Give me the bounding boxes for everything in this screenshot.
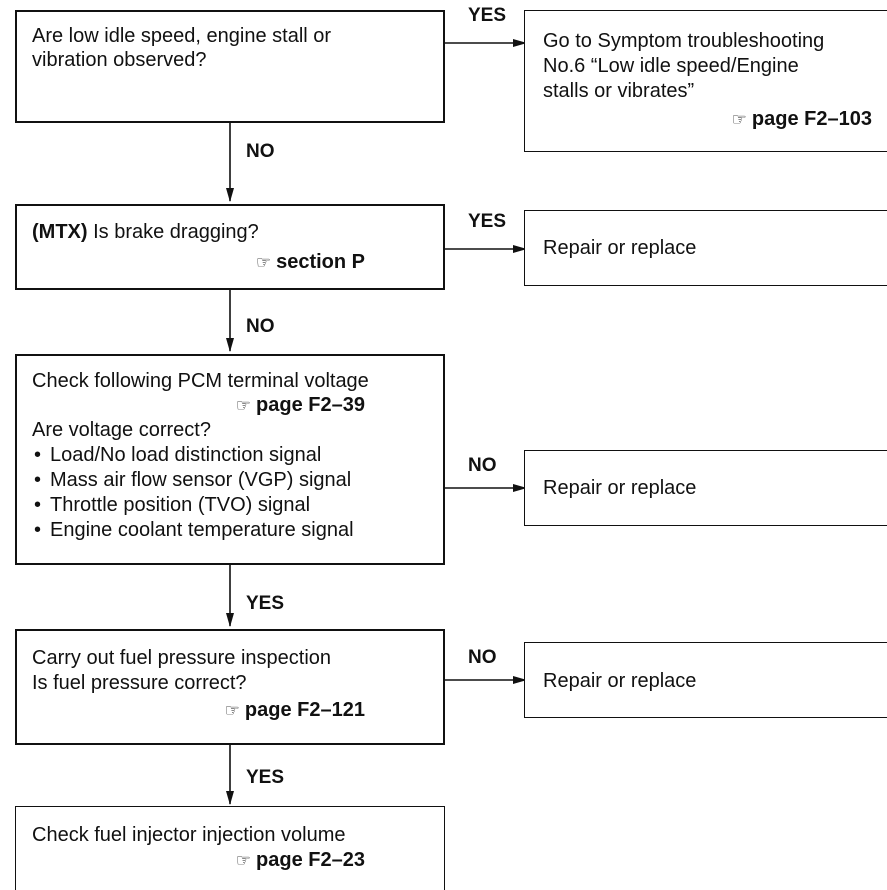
step3-bullet-1: •Load/No load distinction signal bbox=[34, 444, 322, 466]
outcome1-page-ref[interactable]: ☞page F2–103 bbox=[732, 107, 872, 132]
step2-ref-text: section P bbox=[276, 251, 365, 273]
label-step4-yes: YES bbox=[246, 767, 285, 788]
label-step3-no: NO bbox=[468, 455, 497, 476]
book-reference-icon: ☞ bbox=[224, 701, 240, 720]
step3-bullet-2: •Mass air flow sensor (VGP) signal bbox=[34, 469, 352, 491]
outcome3-text: Repair or replace bbox=[543, 477, 697, 499]
book-reference-icon: ☞ bbox=[235, 851, 251, 870]
outcome1-box bbox=[524, 10, 887, 152]
step3-question: Are voltage correct? bbox=[32, 419, 211, 441]
step5-box bbox=[15, 806, 445, 890]
step3-bullet-4: •Engine coolant temperature signal bbox=[34, 519, 354, 541]
outcome1-text-line2: No.6 “Low idle speed/Engine bbox=[543, 55, 799, 77]
outcome4-box bbox=[524, 642, 887, 718]
step4-text-line1: Carry out fuel pressure inspection bbox=[32, 647, 332, 669]
step3-ref-text: page F2–39 bbox=[256, 394, 365, 416]
outcome2-box bbox=[524, 210, 887, 286]
step2-section-ref[interactable]: ☞ section P bbox=[256, 250, 365, 275]
step3-box bbox=[15, 354, 445, 565]
outcome4-text: Repair or replace bbox=[543, 670, 697, 692]
step3-bullet-3: •Throttle position (TVO) signal bbox=[34, 494, 311, 516]
label-step2-yes: YES bbox=[468, 211, 507, 232]
step4-text-line2: Is fuel pressure correct? bbox=[32, 672, 247, 694]
step5-ref-text: page F2–23 bbox=[256, 849, 365, 871]
outcome1-text-line1: Go to Symptom troubleshooting bbox=[543, 30, 825, 52]
step1-text-line2: vibration observed? bbox=[32, 49, 207, 71]
step4-page-ref[interactable]: ☞page F2–121 bbox=[225, 698, 365, 723]
book-reference-icon: ☞ bbox=[255, 253, 271, 272]
label-step2-no: NO bbox=[246, 316, 275, 337]
step2-question: Is brake dragging? bbox=[87, 221, 259, 243]
label-step1-no: NO bbox=[246, 141, 275, 162]
step4-box bbox=[15, 629, 445, 745]
step2-box bbox=[15, 204, 445, 290]
step1-box bbox=[15, 10, 445, 123]
step2-prefix: (MTX) bbox=[32, 221, 88, 243]
outcome3-box bbox=[524, 450, 887, 526]
step4-ref-text: page F2–121 bbox=[244, 699, 365, 721]
outcome1-ref-text: page F2–103 bbox=[751, 108, 872, 130]
step5-text-line1: Check fuel injector injection volume bbox=[32, 824, 346, 846]
step3-page-ref[interactable]: ☞ page F2–39 bbox=[236, 393, 365, 418]
label-step1-yes: YES bbox=[468, 5, 507, 26]
outcome2-text: Repair or replace bbox=[543, 237, 697, 259]
step1-text-line1: Are low idle speed, engine stall or bbox=[32, 25, 332, 47]
book-reference-icon: ☞ bbox=[235, 396, 251, 415]
label-step4-no: NO bbox=[468, 647, 497, 668]
step3-text-line1: Check following PCM terminal voltage bbox=[32, 370, 369, 392]
step5-page-ref[interactable]: ☞ page F2–23 bbox=[236, 848, 365, 873]
step2-text: (MTX) Is brake dragging? bbox=[32, 220, 259, 244]
outcome1-text-line3: stalls or vibrates” bbox=[543, 80, 695, 102]
book-reference-icon: ☞ bbox=[731, 110, 747, 129]
label-step3-yes: YES bbox=[246, 593, 285, 614]
